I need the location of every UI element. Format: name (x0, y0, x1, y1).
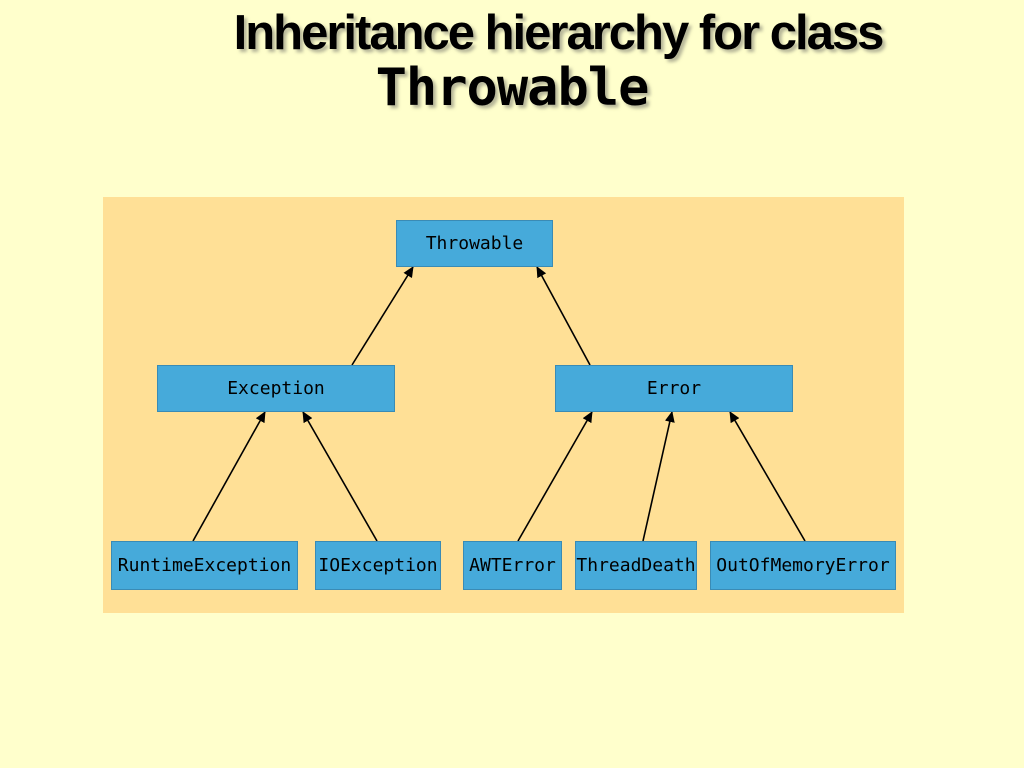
node-throwable: Throwable (396, 220, 553, 267)
node-error-label: Error (646, 378, 702, 399)
arrow-ioexception-to-exception (302, 411, 378, 542)
arrow-outofmemoryerror-to-error (729, 411, 806, 542)
node-error: Error (555, 365, 793, 412)
title-line-2: Throwable (375, 57, 650, 118)
node-thread-death-label: ThreadDeath (576, 555, 696, 576)
node-awt-error: AWTError (463, 541, 562, 590)
arrow-error-to-throwable (536, 266, 591, 366)
arrow-exception-to-throwable (351, 266, 414, 366)
arrow-threaddeath-to-error (642, 411, 675, 542)
node-runtime-exception-label: RuntimeException (117, 555, 292, 576)
node-throwable-label: Throwable (425, 233, 524, 254)
arrow-runtimeexception-to-exception (192, 411, 266, 542)
node-io-exception: IOException (315, 541, 441, 590)
node-exception-label: Exception (227, 378, 325, 399)
node-io-exception-label: IOException (318, 555, 438, 576)
node-exception: Exception (157, 365, 395, 412)
slide-title: Inheritance hierarchy for class Throwabl… (0, 6, 1024, 115)
inheritance-arrows-layer (192, 266, 806, 542)
diagram-panel: Throwable Exception Error RuntimeExcepti… (103, 197, 904, 613)
arrow-awterror-to-error (517, 411, 593, 542)
node-awt-error-label: AWTError (469, 555, 556, 576)
node-thread-death: ThreadDeath (575, 541, 697, 590)
node-out-of-memory-error: OutOfMemoryError (710, 541, 896, 590)
title-line-1: Inheritance hierarchy for class (233, 6, 885, 60)
node-runtime-exception: RuntimeException (111, 541, 298, 590)
node-out-of-memory-error-label: OutOfMemoryError (716, 555, 890, 576)
